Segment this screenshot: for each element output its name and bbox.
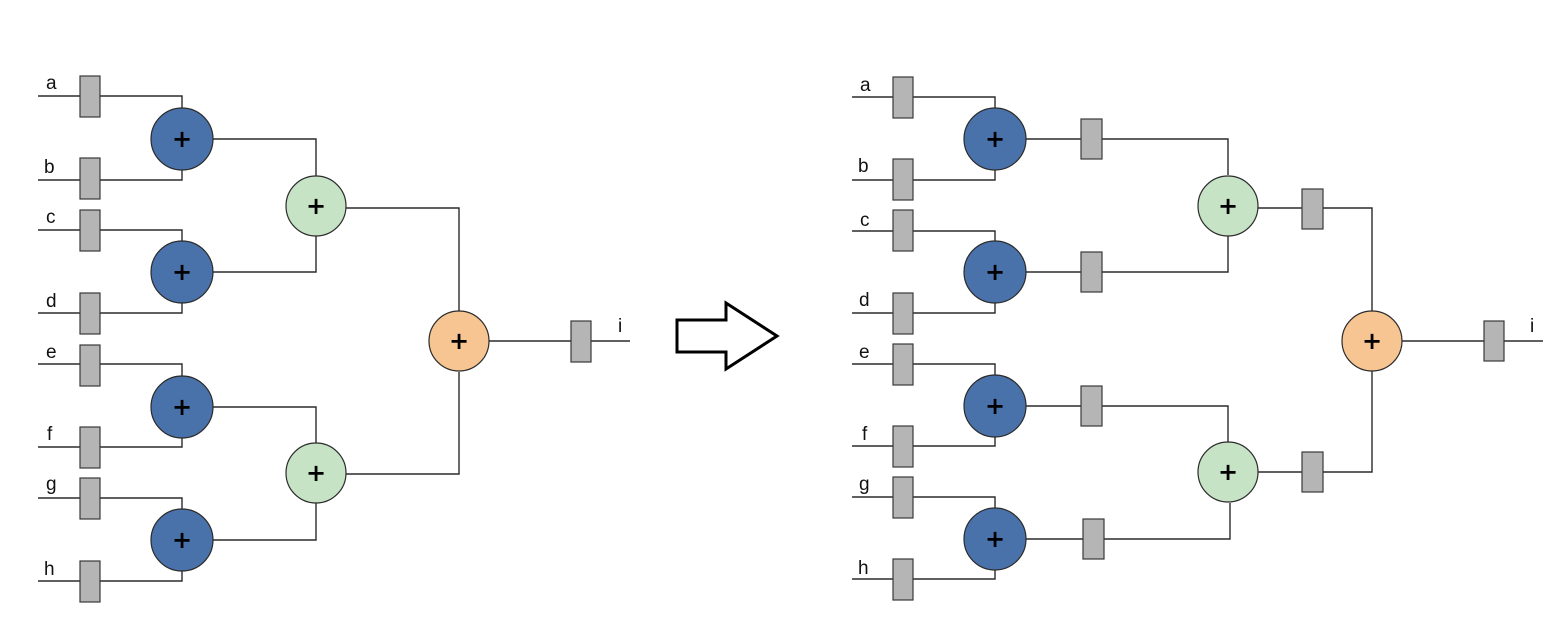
- input-label-f: f: [862, 424, 868, 445]
- output-label-i: i: [618, 316, 622, 337]
- input-label-c: c: [860, 210, 870, 231]
- adder-level-1: +: [963, 240, 1027, 304]
- svg-text:+: +: [985, 258, 1005, 286]
- input-label-a: a: [860, 75, 871, 96]
- svg-text:+: +: [172, 393, 192, 421]
- input-register: [79, 209, 101, 252]
- input-register: [892, 209, 914, 252]
- output-register: [1483, 320, 1505, 362]
- input-register: [79, 344, 101, 387]
- output-register: [570, 320, 592, 363]
- adder-level-1: +: [150, 107, 214, 171]
- input-register: [892, 343, 914, 386]
- svg-text:+: +: [985, 392, 1005, 420]
- adder-level-1: +: [150, 375, 214, 439]
- adder-level-2: +: [285, 442, 347, 504]
- adder-level-1: +: [963, 507, 1027, 571]
- svg-text:+: +: [306, 192, 326, 220]
- input-label-g: g: [46, 474, 57, 495]
- input-register: [79, 157, 101, 200]
- input-label-h: h: [44, 559, 55, 580]
- pipeline-register: [1301, 188, 1324, 230]
- svg-text:+: +: [985, 525, 1005, 553]
- left-tree: a b c d e f g h: [38, 73, 630, 603]
- input-label-e: e: [46, 342, 57, 363]
- left-tree-wires: [38, 95, 630, 582]
- pipeline-register: [1301, 451, 1324, 493]
- input-register: [79, 75, 101, 118]
- adder-level-1: +: [963, 374, 1027, 438]
- input-label-h: h: [858, 558, 869, 579]
- input-label-d: d: [46, 291, 57, 312]
- svg-text:+: +: [172, 526, 192, 554]
- right-arrow-icon: [675, 300, 780, 372]
- input-register: [79, 560, 101, 603]
- input-register: [892, 76, 914, 119]
- adder-level-3: +: [1341, 310, 1403, 372]
- input-label-e: e: [859, 342, 870, 363]
- input-register: [892, 158, 914, 201]
- input-register: [79, 292, 101, 335]
- input-register: [892, 476, 914, 519]
- adder-level-2: +: [1197, 175, 1259, 237]
- svg-text:+: +: [1218, 458, 1238, 486]
- input-label-d: d: [859, 290, 870, 311]
- input-register: [79, 426, 101, 469]
- adder-level-1: +: [150, 240, 214, 304]
- pipeline-register: [1080, 385, 1103, 427]
- svg-text:+: +: [985, 125, 1005, 153]
- pipeline-register: [1082, 518, 1105, 560]
- input-label-b: b: [858, 156, 869, 177]
- input-label-f: f: [47, 424, 53, 445]
- svg-text:+: +: [306, 459, 326, 487]
- input-register: [79, 477, 101, 520]
- svg-text:+: +: [172, 125, 192, 153]
- pipeline-register: [1080, 118, 1103, 160]
- adder-level-2: +: [285, 175, 347, 237]
- input-label-b: b: [44, 157, 55, 178]
- adder-level-1: +: [963, 107, 1027, 171]
- input-register: [892, 425, 914, 468]
- adder-level-3: +: [428, 310, 490, 372]
- input-label-a: a: [46, 73, 57, 94]
- input-register: [892, 558, 914, 601]
- adder-level-2: +: [1197, 441, 1259, 503]
- svg-text:+: +: [449, 327, 469, 355]
- input-register: [892, 292, 914, 335]
- right-tree-wires: [852, 96, 1543, 580]
- right-tree: a b c d e f g h: [852, 75, 1543, 601]
- adder-level-1: +: [150, 508, 214, 572]
- pipeline-register: [1080, 251, 1103, 293]
- svg-text:+: +: [1218, 192, 1238, 220]
- output-label-i: i: [1530, 316, 1534, 337]
- svg-text:+: +: [172, 258, 192, 286]
- svg-text:+: +: [1362, 327, 1382, 355]
- input-label-g: g: [859, 474, 870, 495]
- input-label-c: c: [46, 207, 56, 228]
